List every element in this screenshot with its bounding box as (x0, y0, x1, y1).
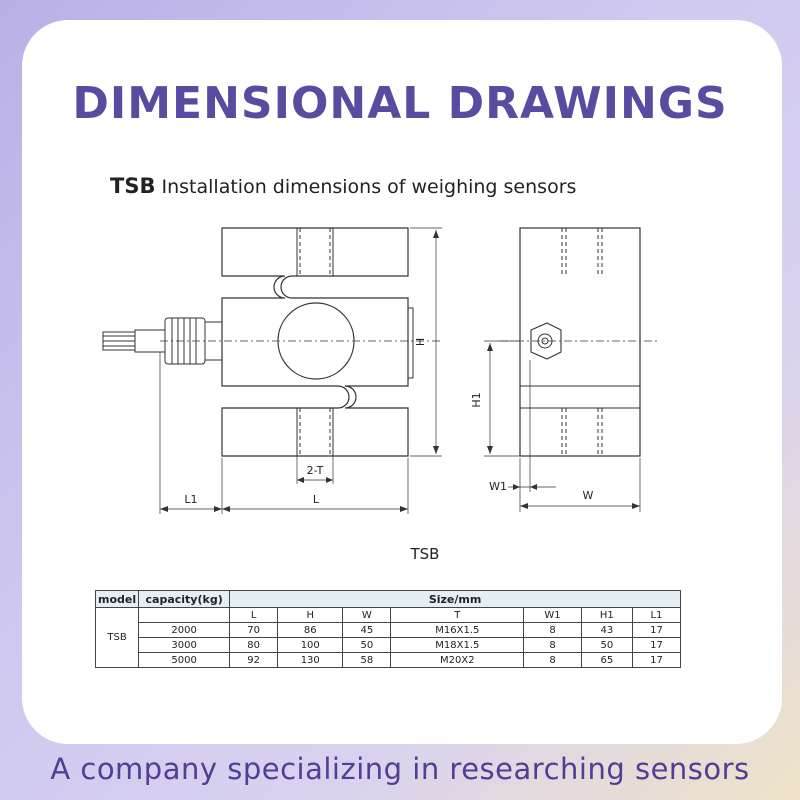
dimension-drawing: H H1 2-T L1 L W1 W (102, 227, 660, 514)
table-cell: 8 (523, 622, 582, 638)
label-h: H (414, 338, 427, 346)
table-cell: 92 (229, 652, 279, 668)
table-column-row: TSB L H W T W1 H1 L1 (94, 607, 682, 668)
table-cell: 17 (631, 622, 682, 638)
cable-gland (102, 317, 223, 365)
table-cell: 17 (631, 652, 682, 668)
side-view (484, 227, 660, 512)
model-caption: TSB (410, 545, 440, 563)
column-header: L1 (631, 607, 682, 623)
label-w1: W1 (489, 480, 507, 493)
header-capacity: capacity(kg) (138, 590, 231, 608)
table-cell: 17 (631, 637, 682, 653)
column-header: T (390, 607, 525, 623)
table-cell: 65 (580, 652, 633, 668)
label-l: L (313, 493, 320, 506)
front-view (102, 227, 442, 514)
table-cell: 5000 (138, 652, 231, 668)
column-header: H (277, 607, 344, 623)
table-cell: 3000 (138, 637, 231, 653)
table-cell: 8 (523, 652, 582, 668)
table-cell: 70 (229, 622, 279, 638)
table-row: 2000 70 86 45 M16X1.5 8 43 17 (96, 622, 682, 638)
table-cell: 130 (277, 652, 344, 668)
table-cell: 58 (342, 652, 392, 668)
label-l1: L1 (184, 493, 197, 506)
table-cell: M20X2 (390, 652, 525, 668)
drawing-subtitle: TSB Installation dimensions of weighing … (110, 174, 576, 198)
column-header: H1 (580, 607, 633, 623)
spec-table: model capacity(kg) Size/mm TSB L H W T W… (94, 590, 682, 668)
subtitle-text: Installation dimensions of weighing sens… (161, 176, 577, 198)
table-cell (138, 607, 231, 623)
table-cell: 100 (277, 637, 344, 653)
label-2t: 2-T (307, 464, 324, 477)
header-model: model (94, 590, 140, 608)
subtitle-model: TSB (110, 174, 156, 198)
table-cell: 80 (229, 637, 279, 653)
table-cell: M16X1.5 (390, 622, 525, 638)
table-cell: 45 (342, 622, 392, 638)
label-w: W (583, 489, 594, 502)
table-cell: M18X1.5 (390, 637, 525, 653)
table-cell: 50 (342, 637, 392, 653)
page-title: DIMENSIONAL DRAWINGS (72, 78, 728, 129)
table-cell: 43 (580, 622, 633, 638)
column-header: W (342, 607, 392, 623)
label-h1: H1 (470, 392, 483, 407)
footer-tagline: A company specializing in researching se… (50, 752, 750, 786)
table-cell: 2000 (138, 622, 231, 638)
table-model-name: TSB (94, 607, 140, 668)
table-row: 3000 80 100 50 M18X1.5 8 50 17 (96, 637, 682, 653)
column-header: L (229, 607, 279, 623)
table-cell: 86 (277, 622, 344, 638)
s-body-outline (221, 227, 409, 457)
table-row: 5000 92 130 58 M20X2 8 65 17 (96, 652, 682, 668)
hex-nut (530, 322, 562, 360)
column-header: W1 (523, 607, 582, 623)
header-size: Size/mm (229, 590, 681, 608)
table-header-row: model capacity(kg) Size/mm (94, 590, 681, 608)
table-cell: 50 (580, 637, 633, 653)
table-cell: 8 (523, 637, 582, 653)
